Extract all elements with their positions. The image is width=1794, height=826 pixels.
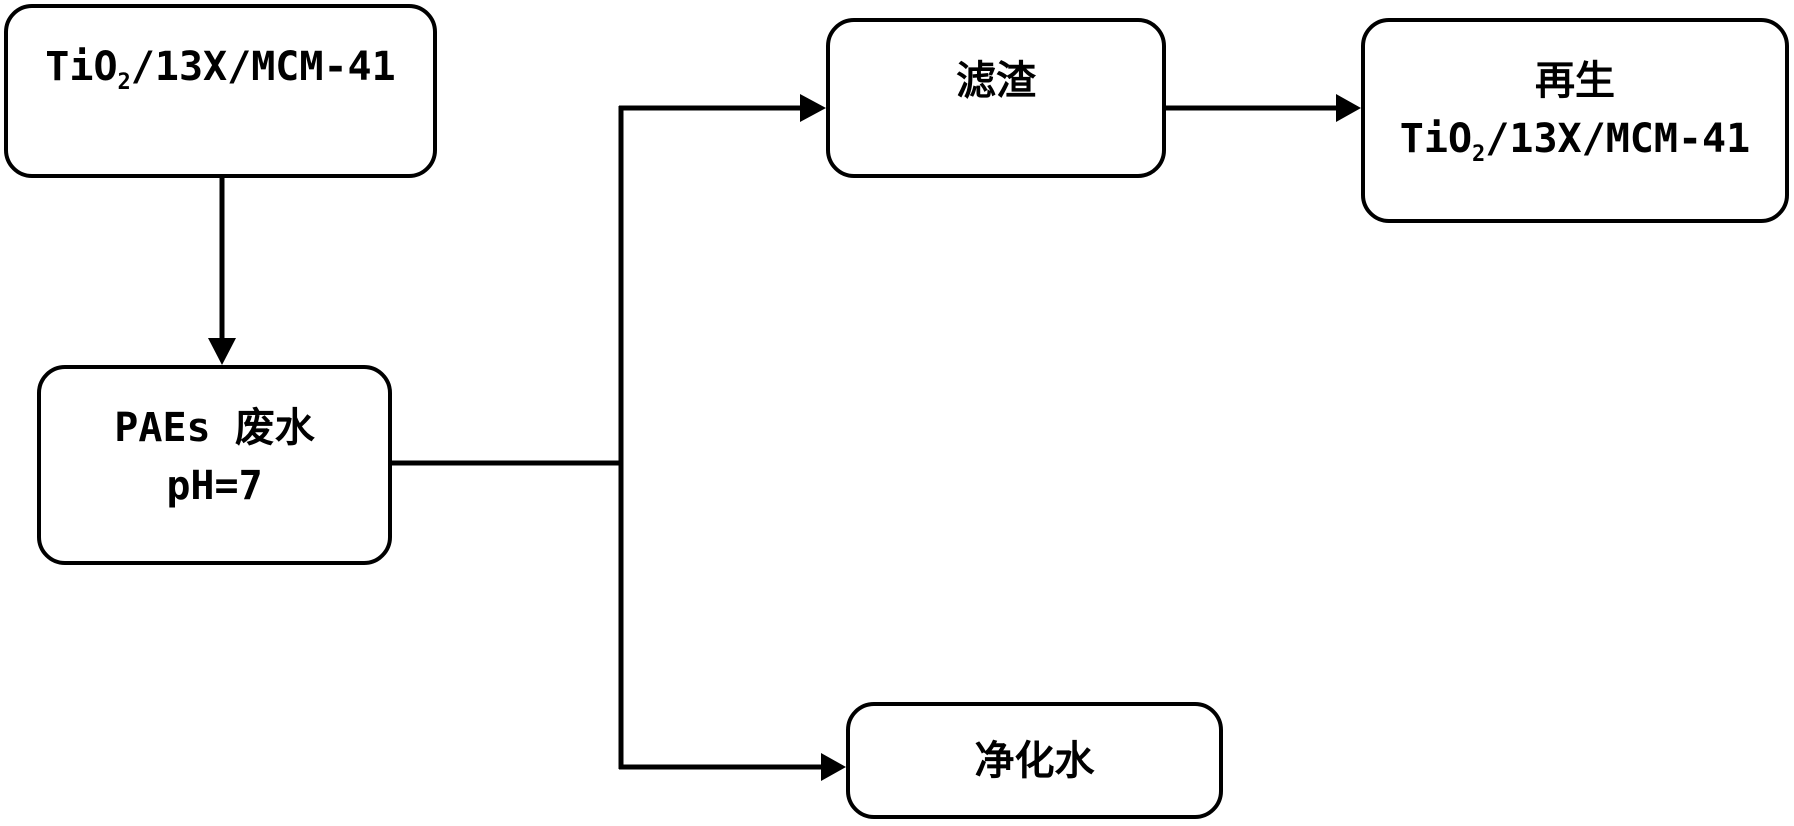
regenerated-formula: TiO2/13X/MCM-41: [1400, 110, 1750, 168]
arrowhead-catalyst-to-wastewater: [208, 338, 236, 365]
catalyst-formula-prefix: TiO: [45, 44, 118, 90]
regenerated-formula-subscript: 2: [1472, 142, 1486, 167]
catalyst-formula-subscript: 2: [117, 70, 131, 95]
arrowhead-junction-to-residue: [800, 94, 826, 122]
wastewater-ph: pH=7: [166, 463, 263, 509]
wastewater-node: PAEs 废水 pH=7: [37, 365, 392, 565]
regenerated-formula-prefix: TiO: [1399, 116, 1473, 162]
purified-water-node: 净化水: [846, 702, 1223, 819]
residue-label: 滤渣: [956, 58, 1036, 104]
catalyst-formula-suffix: /13X/MCM-41: [130, 44, 396, 90]
purified-water-label: 净化水: [974, 737, 1095, 784]
regenerated-node: 再生 TiO2/13X/MCM-41: [1361, 18, 1789, 223]
catalyst-node: TiO2/13X/MCM-41: [4, 4, 437, 178]
residue-node: 滤渣: [826, 18, 1166, 178]
catalyst-formula: TiO2/13X/MCM-41: [45, 38, 395, 96]
regenerated-label: 再生: [1535, 58, 1615, 104]
wastewater-label: PAEs 废水: [114, 405, 315, 451]
arrowhead-junction-to-purified: [821, 753, 846, 781]
regenerated-formula-suffix: /13X/MCM-41: [1485, 116, 1751, 162]
arrowhead-residue-to-regenerated: [1336, 94, 1361, 122]
